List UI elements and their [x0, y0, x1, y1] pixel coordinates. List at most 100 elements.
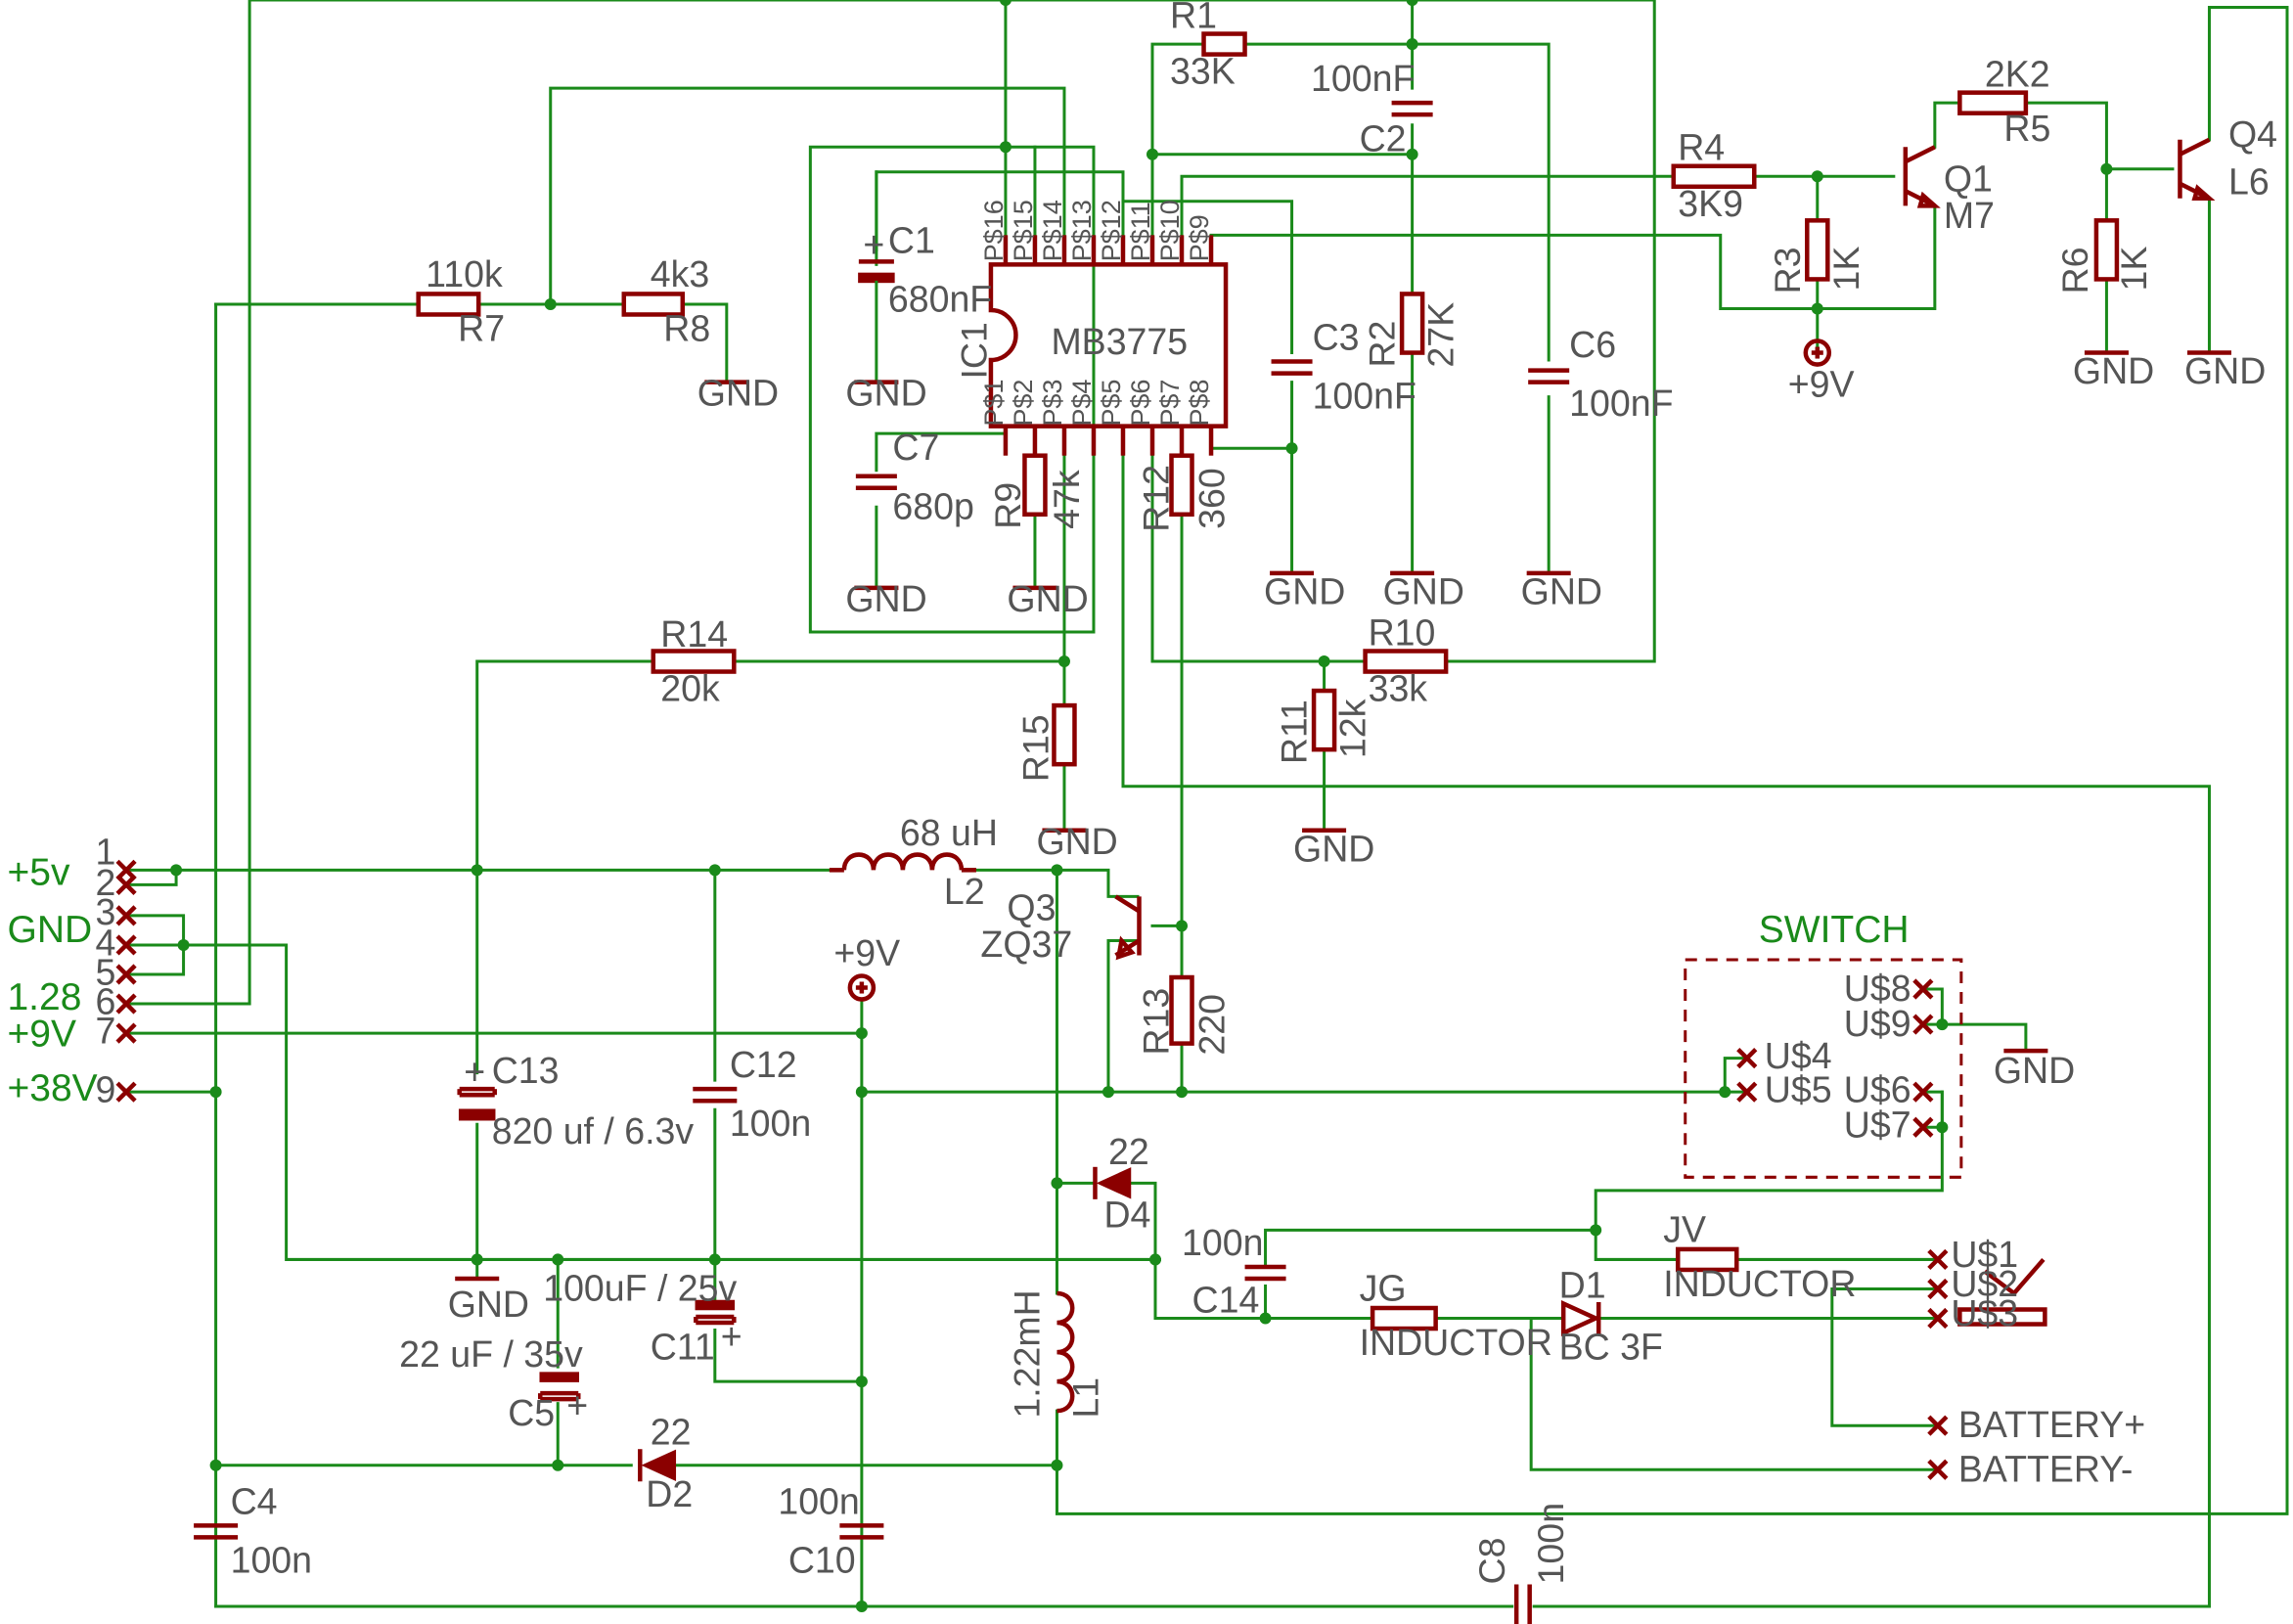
- svg-text:P$8: P$8: [1185, 380, 1214, 427]
- svg-text:GND: GND: [1383, 570, 1464, 611]
- svg-text:R10: R10: [1369, 611, 1436, 653]
- svg-text:20k: 20k: [660, 668, 720, 709]
- svg-text:GND: GND: [1007, 578, 1088, 619]
- resistor-r6[interactable]: R6 1K: [2054, 218, 2154, 293]
- svg-text:U$3: U$3: [1951, 1292, 2018, 1333]
- junctions: [170, 0, 2113, 1612]
- svg-text:GND: GND: [697, 373, 779, 414]
- svg-text:BC 3F: BC 3F: [1559, 1327, 1663, 1368]
- svg-text:1K: 1K: [2113, 247, 2154, 292]
- svg-text:Q3: Q3: [1007, 886, 1056, 927]
- ground-r9: GND: [1007, 578, 1088, 619]
- battery-plus-label: BATTERY+: [1958, 1404, 2145, 1445]
- svg-text:47k: 47k: [1046, 470, 1087, 529]
- ground-r11: GND: [1293, 828, 1374, 869]
- resistor-r2[interactable]: R2 27K: [1362, 292, 1461, 368]
- svg-text:27K: 27K: [1420, 302, 1461, 368]
- resistor-r15[interactable]: R15: [1014, 702, 1077, 782]
- svg-text:P$14: P$14: [1038, 200, 1067, 261]
- svg-text:R5: R5: [2003, 108, 2050, 149]
- svg-text:R7: R7: [458, 308, 505, 349]
- svg-text:R2: R2: [1362, 321, 1403, 368]
- svg-text:U$7: U$7: [1844, 1105, 1911, 1146]
- svg-text:360: 360: [1191, 468, 1233, 529]
- svg-text:R6: R6: [2054, 247, 2095, 293]
- svg-text:100n: 100n: [1182, 1222, 1263, 1263]
- svg-text:GND: GND: [1521, 570, 1602, 611]
- ground-q4: GND: [2184, 350, 2266, 391]
- svg-text:33k: 33k: [1369, 668, 1428, 709]
- ic1-top-pin-labels: P$16 P$15 P$14 P$13 P$12 P$11 P$10 P$9: [979, 200, 1214, 261]
- svg-text:GND: GND: [845, 578, 926, 619]
- ground-r2: GND: [1383, 570, 1464, 611]
- ic1-part-label: MB3775: [1051, 321, 1188, 362]
- net-9v: +9V: [8, 1014, 76, 1056]
- svg-text:22: 22: [1108, 1131, 1149, 1172]
- svg-text:820 uf / 6.3v: 820 uf / 6.3v: [492, 1110, 695, 1151]
- svg-text:+9V: +9V: [833, 932, 900, 973]
- input-connector: 1 2 3 4 5 6 7 9 +5v GND 1.28 +9V +38V: [8, 831, 137, 1110]
- battery-minus-label: BATTERY-: [1958, 1448, 2134, 1489]
- svg-text:GND: GND: [1293, 828, 1374, 869]
- svg-text:Q4: Q4: [2228, 113, 2277, 155]
- svg-text:C10: C10: [788, 1539, 856, 1580]
- svg-text:C5: C5: [508, 1392, 555, 1433]
- svg-text:100n: 100n: [1530, 1503, 1571, 1585]
- svg-text:R4: R4: [1678, 127, 1725, 168]
- svg-text:D1: D1: [1559, 1264, 1606, 1305]
- svg-text:D2: D2: [646, 1473, 693, 1514]
- svg-text:3K9: 3K9: [1678, 183, 1743, 224]
- svg-text:680nF: 680nF: [888, 278, 992, 319]
- svg-text:R13: R13: [1136, 988, 1177, 1056]
- ic1[interactable]: MB3775 IC1 P$16 P$15 P$14 P$13 P$12 P$11…: [953, 200, 1229, 456]
- svg-text:GND: GND: [1994, 1050, 2075, 1091]
- svg-text:2K2: 2K2: [1985, 54, 2050, 95]
- svg-text:C3: C3: [1313, 317, 1360, 358]
- svg-text:5: 5: [96, 951, 116, 992]
- diode-d1[interactable]: D1 BC 3F: [1559, 1264, 1663, 1367]
- svg-text:33K: 33K: [1170, 51, 1236, 92]
- supply-9v-q1: +9V: [1788, 338, 1855, 405]
- svg-text:D4: D4: [1103, 1194, 1150, 1235]
- svg-text:P$6: P$6: [1126, 380, 1155, 427]
- svg-text:R14: R14: [660, 613, 728, 654]
- switch-block[interactable]: SWITCH U$8 U$9 U$4 U$5 U$6 U$7: [1684, 909, 1963, 1179]
- svg-text:L2: L2: [944, 871, 985, 912]
